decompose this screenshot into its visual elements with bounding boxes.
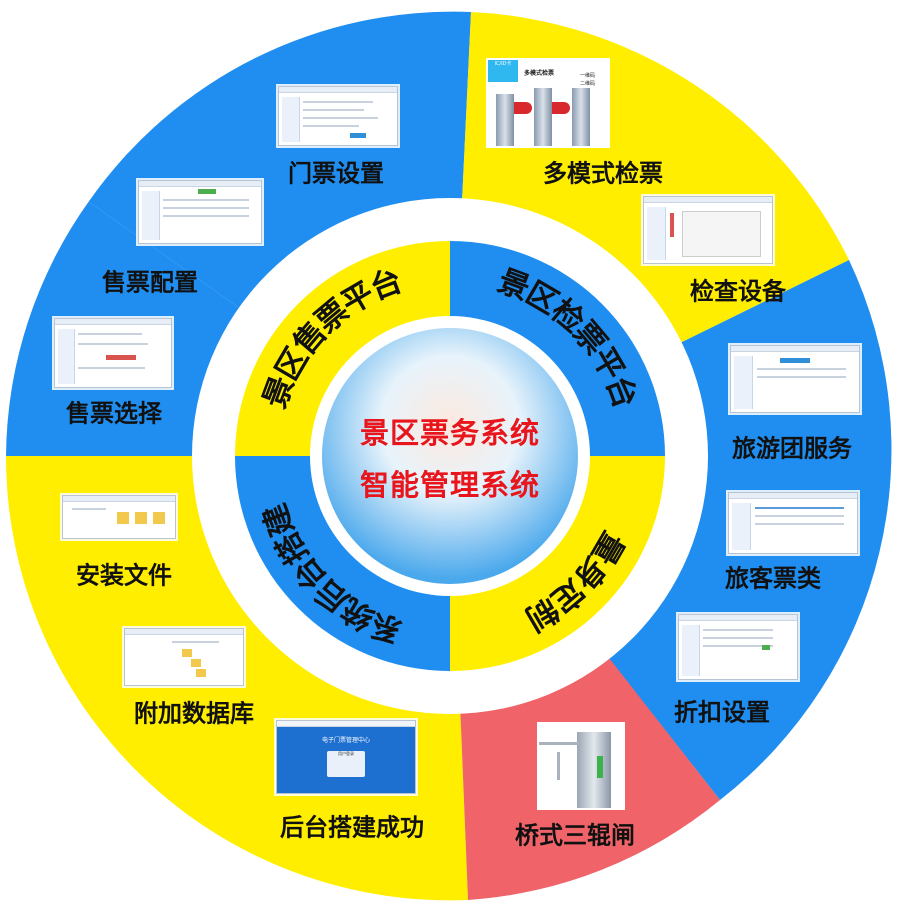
screenshot-check-device [643,196,773,264]
photo-turnstile [537,722,625,810]
label-tour-group: 旅游团服务 [732,434,852,463]
photo-multimode-gates: IC/ID卡 多模式检票 一维码 二维码 [486,58,610,148]
gate-panel-title: 多模式检票 [524,70,555,77]
screenshot-tour-group [730,345,860,413]
gate-panel-line1: 一维码 [580,73,596,79]
screenshot-sales-config [138,180,262,244]
label-backend-success: 后台搭建成功 [280,813,424,842]
label-check-device: 检查设备 [690,277,786,306]
screenshot-ticket-setting [278,86,398,146]
screenshot-visitor-ticket [728,492,858,554]
label-ticket-setting: 门票设置 [288,159,384,188]
login-title: 电子门票管理中心 [321,737,370,744]
label-discount: 折扣设置 [674,698,770,727]
label-attach-db: 附加数据库 [134,699,254,728]
label-install-files: 安装文件 [76,561,172,590]
gate-panel-line2: 二维码 [580,81,596,87]
screenshot-discount [678,614,798,680]
center-title-line1: 景区票务系统 [359,416,541,450]
screenshot-sales-select [54,318,172,388]
label-sales-select: 售票选择 [66,399,162,428]
center-title-line2: 智能管理系统 [359,468,541,502]
screenshot-install-files [62,495,176,539]
card-badge: IC/ID卡 [488,60,518,82]
label-turnstile: 桥式三辊闸 [515,821,635,850]
label-sales-config: 售票配置 [102,268,198,297]
login-subtitle: 用户登录 [338,751,354,756]
label-visitor-ticket: 旅客票类 [725,564,821,593]
label-multimode-check: 多模式检票 [543,159,663,188]
screenshot-backend-success: 电子门票管理中心 用户登录 [276,720,416,794]
center-disk [322,328,578,584]
screenshot-attach-db [124,628,244,686]
